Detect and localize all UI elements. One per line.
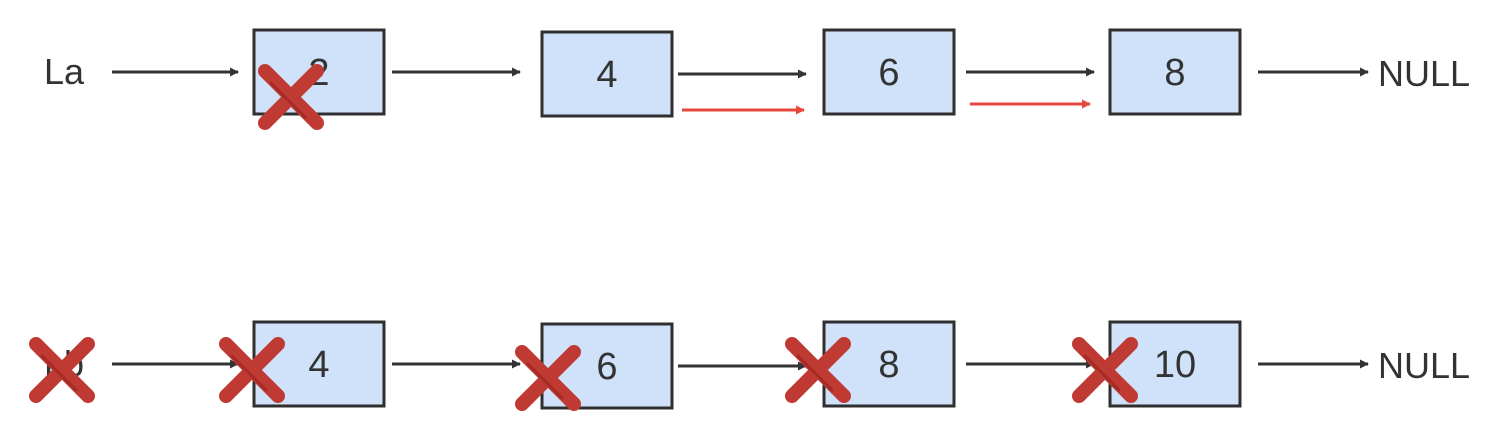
list-b-node-3-value: 8 [878, 344, 899, 386]
list-a-node-4: 8 [1108, 28, 1242, 116]
cross-mark-icon [1072, 337, 1138, 403]
list-a-node-3-value: 6 [878, 52, 899, 94]
cross-mark-icon [785, 337, 851, 403]
list-a-node-3: 6 [822, 28, 956, 116]
list-b-null: NULL [1378, 345, 1470, 386]
list-a-node-2-value: 4 [596, 54, 617, 96]
list-a-label: La [44, 51, 85, 92]
list-a: La 2 4 6 8 NULL [44, 28, 1470, 118]
list-a-node-4-value: 8 [1164, 52, 1185, 94]
cross-mark-icon [29, 337, 95, 403]
cross-mark-icon [219, 337, 285, 403]
list-b-node-2-value: 6 [596, 346, 617, 388]
list-a-null: NULL [1378, 53, 1470, 94]
cross-mark-icon [515, 345, 581, 411]
list-b-node-1-value: 4 [308, 344, 329, 386]
list-b-node-4-value: 10 [1154, 344, 1196, 386]
list-a-node-2: 4 [540, 30, 674, 118]
cross-mark-icon [258, 64, 324, 130]
